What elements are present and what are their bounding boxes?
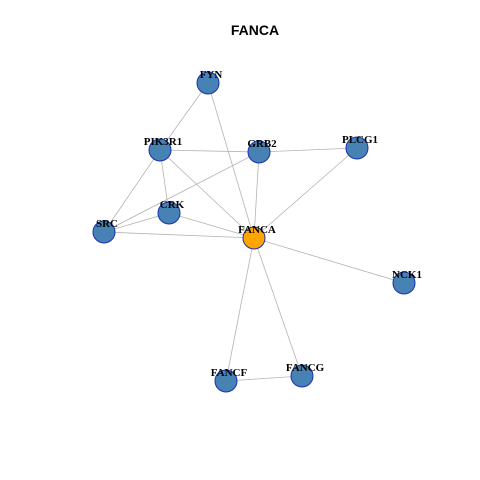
node-label-fyn: FYN — [200, 69, 223, 81]
node-label-pik3r1: PIK3R1 — [144, 136, 183, 148]
node-plcg1[interactable] — [345, 136, 369, 160]
node-label-src: SRC — [96, 218, 118, 230]
node-fyn[interactable] — [196, 71, 220, 95]
node-label-fancg: FANCG — [286, 362, 325, 374]
node-fancg[interactable] — [290, 364, 314, 388]
edge-fyn-pik3r1 — [159, 82, 209, 151]
node-label-nck1: NCK1 — [392, 269, 422, 281]
node-label-fanca: FANCA — [238, 224, 276, 236]
edge-src-fanca — [103, 231, 255, 239]
node-grb2[interactable] — [247, 140, 271, 164]
node-src[interactable] — [92, 220, 116, 244]
node-label-grb2: GRB2 — [247, 138, 277, 150]
edge-fancf-fancg — [225, 375, 303, 382]
node-fanca[interactable] — [242, 226, 266, 250]
edge-grb2-plcg1 — [258, 147, 358, 153]
node-label-plcg1: PLCG1 — [342, 134, 378, 146]
edge-plcg1-fanca — [253, 147, 358, 239]
node-fancf[interactable] — [214, 369, 238, 393]
edge-fanca-fancf — [225, 237, 255, 382]
edge-fyn-fanca — [207, 82, 255, 239]
edge-pik3r1-src — [103, 149, 161, 233]
diagram-title: FANCA — [231, 22, 279, 38]
edge-crk-fanca — [168, 212, 255, 239]
edge-grb2-src — [103, 151, 260, 233]
node-label-fancf: FANCF — [211, 367, 248, 379]
edge-pik3r1-grb2 — [159, 149, 260, 153]
edge-grb2-fanca — [253, 151, 260, 239]
edge-fanca-fancg — [253, 237, 303, 377]
node-nck1[interactable] — [392, 271, 416, 295]
edge-fanca-nck1 — [253, 237, 405, 284]
node-label-crk: CRK — [160, 199, 185, 211]
node-pik3r1[interactable] — [148, 138, 172, 162]
nodes-layer — [92, 71, 416, 393]
node-crk[interactable] — [157, 201, 181, 225]
edge-pik3r1-fanca — [159, 149, 255, 239]
